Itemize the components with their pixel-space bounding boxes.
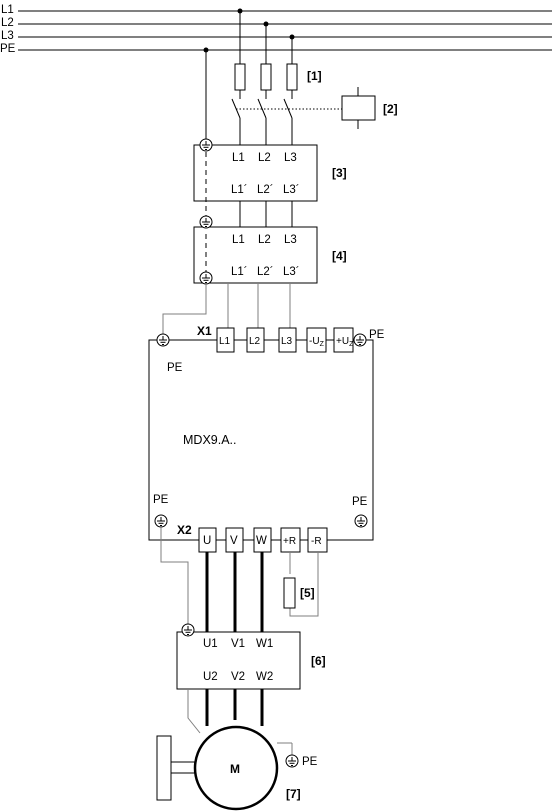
terminal-label-main: -U [309, 336, 320, 347]
component-box [193, 144, 318, 202]
pe-label: PE [352, 496, 368, 508]
contact-switch [283, 98, 293, 119]
motor: M PE [7] [156, 725, 318, 811]
pe-wire [160, 527, 189, 624]
terminal-label-main: +U [336, 336, 349, 347]
ref-label-block-4: [4] [332, 249, 347, 263]
braking-resistor: [5] [283, 552, 319, 617]
terminal-x1-l2 [246, 327, 265, 353]
terminal-label-subscript: Z [349, 341, 354, 348]
terminal-label: L3 [284, 234, 297, 246]
fuse [286, 63, 298, 91]
pe-label: PE [153, 494, 169, 506]
fuse [234, 63, 246, 91]
terminal-label: L3 [284, 152, 297, 164]
ground-icon [199, 138, 213, 152]
inverter: MDX9.A.. X1 X2 PE PE PE PE L1 L2 L3 -UZ … [148, 324, 385, 553]
supply-bus: L1 L2 L3 PE [0, 4, 552, 55]
terminal-label: +R [283, 536, 296, 547]
terminal-label: L1 [232, 152, 245, 164]
terminal-x1-plus-uz [333, 327, 354, 353]
component-box [176, 631, 301, 690]
ground-icon [285, 754, 299, 768]
terminal-label: L2´ [257, 266, 274, 278]
pe-label: PE [167, 362, 183, 374]
terminal-label: V [230, 535, 238, 547]
ground-icon [199, 271, 213, 285]
contactor: [2] [231, 87, 398, 129]
terminal-label: U1 [203, 638, 218, 650]
component-block-3: L1 L2 L3 L1´ L2´ L3´ [3] [193, 144, 347, 217]
terminal-label: L3´ [283, 266, 300, 278]
component-box [193, 226, 318, 284]
ref-label-block-5: [5] [300, 586, 315, 600]
component-block-6: U1 V1 W1 U2 V2 W2 [6] [176, 631, 326, 690]
terminal-label: L2 [249, 336, 261, 347]
bus-label-l3: L3 [1, 30, 14, 42]
terminal-label: +UZ [336, 336, 354, 348]
terminal-label: -R [311, 536, 322, 547]
ground-icon [154, 514, 168, 528]
motor-body [193, 725, 279, 811]
ground-icon [156, 333, 170, 347]
terminal-label: W [256, 535, 267, 547]
inverter-box [148, 339, 374, 541]
terminal-label: L3 [281, 336, 293, 347]
terminal-label: L2´ [257, 184, 274, 196]
terminal-label: L1 [232, 234, 245, 246]
terminal-x1-l1 [216, 327, 235, 353]
component-block-4: L1 L2 L3 L1´ L2´ L3´ [4] [193, 226, 347, 284]
terminal-label: L2 [258, 152, 271, 164]
ref-label-block-6: [6] [311, 654, 326, 668]
terminal-label: U [203, 535, 211, 547]
bus-label-l1: L1 [1, 4, 14, 16]
ref-label-contactor: [2] [383, 102, 398, 116]
resistor [283, 577, 296, 609]
contactor-coil [341, 95, 376, 121]
ground-icon [353, 333, 367, 347]
terminal-label: -UZ [309, 336, 325, 348]
terminal-label-subscript: Z [320, 341, 325, 348]
fuses: [1] [234, 63, 322, 91]
ref-label-fuses: [1] [307, 69, 322, 83]
pe-wire [162, 284, 207, 334]
terminal-label: W1 [256, 638, 273, 650]
connector-x2-label: X2 [177, 523, 192, 537]
fuse [260, 63, 272, 91]
pe-label: PE [369, 329, 385, 341]
motor-label: M [230, 762, 240, 776]
bus-label-l2: L2 [1, 17, 14, 29]
terminal-label: V1 [231, 638, 245, 650]
terminal-label: L3´ [283, 184, 300, 196]
terminal-label: U2 [203, 671, 218, 683]
ref-label-motor: [7] [286, 787, 301, 801]
terminal-label: L2 [258, 234, 271, 246]
terminal-x1-l3 [278, 327, 297, 353]
terminal-label: L1´ [231, 184, 248, 196]
inverter-model: MDX9.A.. [183, 433, 237, 447]
terminal-label: L1 [219, 336, 231, 347]
terminal-label: L1´ [231, 266, 248, 278]
pe-wire [187, 689, 201, 734]
terminal-x1-minus-uz [306, 327, 327, 353]
motor-pe-label: PE [302, 756, 318, 768]
terminal-label: W2 [256, 671, 273, 683]
terminal-label: V2 [231, 671, 245, 683]
motor-flange [156, 735, 172, 801]
ground-icon [199, 215, 213, 229]
ground-icon [354, 514, 368, 528]
ref-label-block-3: [3] [332, 166, 347, 180]
resistor-wire [289, 552, 319, 617]
ground-icon [181, 623, 195, 637]
bus-label-pe: PE [0, 43, 16, 55]
connector-x1-label: X1 [197, 324, 212, 338]
motor-shaft [170, 761, 196, 774]
